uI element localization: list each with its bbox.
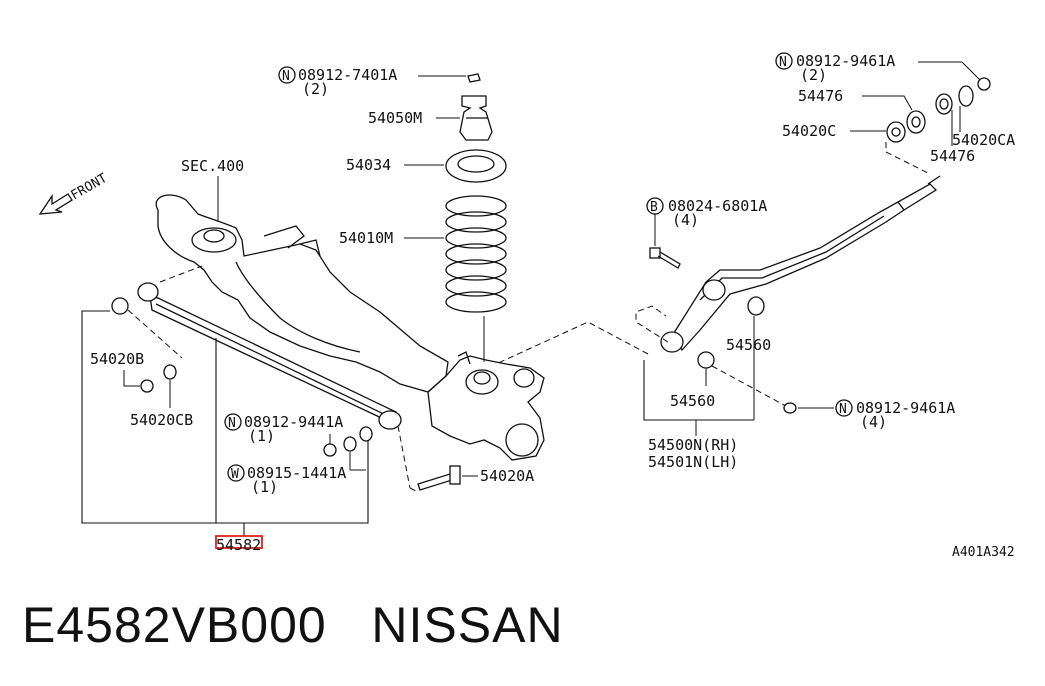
differential-housing — [155, 194, 449, 393]
callout-54020CB: 54020CB — [130, 411, 193, 429]
callout-54476-b: 54476 — [930, 147, 975, 165]
sec-400-label: SEC.400 — [181, 157, 244, 175]
nut-symbol-icon — [835, 399, 853, 417]
trailing-arm — [660, 175, 941, 353]
nut-mark: N — [282, 69, 290, 84]
bolt-54020A — [417, 465, 461, 491]
bushing-54560-lower — [697, 351, 715, 369]
callout-08024-6801A: 08024-6801A — [668, 197, 767, 215]
bushing-end — [359, 426, 373, 442]
callout-54020B: 54020B — [90, 350, 144, 368]
nut-symbol-icon — [224, 413, 242, 431]
washer-54020CA — [958, 85, 974, 107]
callout-54500N: 54500N(RH) — [648, 436, 738, 454]
washer-54020C — [886, 121, 906, 143]
washer-54020CB — [163, 364, 177, 380]
callout-08912-9461A-bot: 08912-9461A — [856, 399, 955, 417]
callout-08915-1441A-qty: (1) — [251, 478, 278, 496]
callout-08912-7401A: 08912-7401A — [298, 66, 397, 84]
bolt-08024-6801A — [649, 247, 681, 269]
front-label: FRONT — [69, 171, 111, 204]
callout-08912-7401A-qty: (2) — [302, 80, 329, 98]
bolt-mark: B — [650, 200, 658, 215]
spring-seat — [445, 149, 507, 183]
washer-symbol-icon — [227, 464, 245, 482]
callout-08912-9441A-qty: (1) — [248, 427, 275, 445]
part-number: E4582VB000 — [22, 597, 327, 653]
callout-54501N: 54501N(LH) — [648, 453, 738, 471]
bushing-54560-upper — [747, 296, 765, 316]
bracket-54582 — [81, 310, 369, 524]
bushing-54020B — [111, 297, 129, 315]
callout-08915-1441A: 08915-1441A — [247, 464, 346, 482]
callout-54020A: 54020A — [480, 467, 534, 485]
callout-54050M: 54050M — [368, 109, 422, 127]
nut-symbol-icon — [278, 66, 296, 84]
washer-1441A — [343, 436, 357, 452]
callout-54020C: 54020C — [782, 122, 836, 140]
part-caption: E4582VB000 NISSAN — [22, 596, 564, 654]
nut-9441A — [323, 443, 337, 457]
bushing-54476-a — [906, 110, 926, 134]
nut-9461A-lower — [783, 402, 797, 414]
bump-stopper-nut — [467, 73, 481, 83]
bushing-small — [140, 379, 154, 393]
callout-54020CA: 54020CA — [952, 131, 1015, 149]
callout-08024-6801A-qty: (4) — [672, 211, 699, 229]
reference-code: A401A342 — [952, 545, 1015, 560]
nut-9461A-top — [977, 77, 991, 91]
highlight-54582 — [215, 535, 263, 549]
callout-54582: 54582 — [216, 536, 261, 554]
callout-54560-a: 54560 — [726, 336, 771, 354]
callout-08912-9461A-top-qty: (2) — [800, 66, 827, 84]
callout-54476-a: 54476 — [798, 87, 843, 105]
washer-mark: W — [231, 467, 239, 482]
callout-54560-b: 54560 — [670, 392, 715, 410]
bushing-54476-b — [935, 93, 953, 115]
callout-08912-9441A: 08912-9441A — [244, 413, 343, 431]
knuckle-assembly — [427, 351, 545, 461]
callout-08912-9461A-top: 08912-9461A — [796, 52, 895, 70]
bump-stopper — [459, 95, 493, 141]
callout-08912-9461A-bot-qty: (4) — [860, 413, 887, 431]
lateral-link — [137, 282, 402, 430]
nut-mark: N — [839, 402, 847, 417]
nut-mark: N — [228, 416, 236, 431]
nut-symbol-icon — [775, 52, 793, 70]
brand-name: NISSAN — [371, 597, 564, 653]
coil-spring — [445, 195, 507, 313]
callout-54010M: 54010M — [339, 229, 393, 247]
callout-54034: 54034 — [346, 156, 391, 174]
nut-mark: N — [779, 55, 787, 70]
front-arrow-icon — [38, 193, 73, 215]
